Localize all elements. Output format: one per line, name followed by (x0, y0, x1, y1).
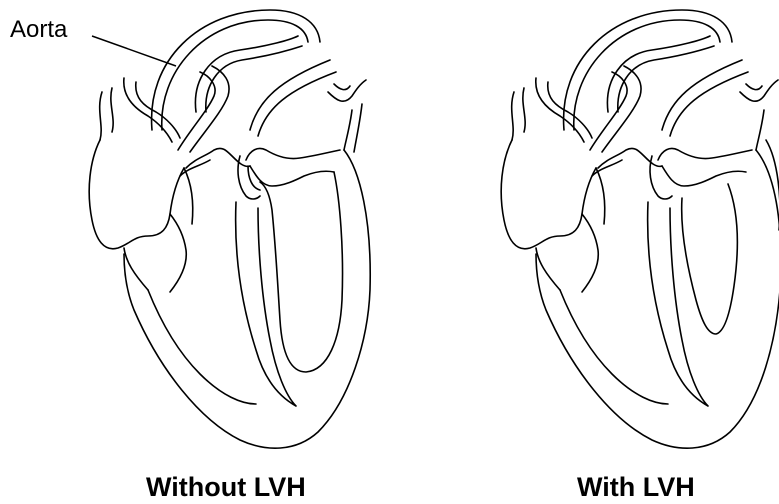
left-vent-top-2 (354, 104, 362, 152)
vena-cava-branch-2 (548, 82, 592, 138)
aortic-arch-inner (574, 20, 720, 130)
right-ventricle-septum-top (170, 214, 186, 292)
right-atrium-inner (124, 248, 148, 290)
right-ventricle-septum-top-2 (596, 168, 605, 224)
pulmonary-vein-upper-2 (670, 72, 748, 136)
left-atrium (662, 166, 746, 186)
left-atrium-2 (246, 148, 340, 160)
vena-cava-left-2 (523, 88, 525, 132)
interventricular-septum (648, 202, 708, 406)
left-ventricle-wall (260, 172, 343, 372)
vessel-right-top (328, 80, 366, 101)
vena-cava-left (100, 92, 102, 140)
aorta-pointer-line (92, 36, 176, 66)
aorta-label: Aorta (10, 16, 67, 44)
vessel-right-top (740, 80, 778, 101)
aortic-arch-inner (162, 20, 308, 130)
left-atrium (250, 166, 334, 186)
interventricular-septum (236, 202, 296, 406)
right-atrium-inner (536, 248, 560, 290)
heart-without-lvh (89, 10, 370, 448)
vena-cava-left (512, 92, 514, 140)
right-atrium (501, 140, 596, 249)
right-ventricle-inner (148, 290, 256, 404)
left-atrium-2 (658, 148, 752, 160)
left-ventricle-cavity (682, 184, 738, 334)
vena-cava-left-2 (111, 88, 113, 132)
heart-with-lvh (501, 10, 779, 448)
caption-with-lvh: With LVH (577, 472, 695, 503)
left-vent-top (344, 110, 352, 150)
vena-cava-branch (124, 78, 172, 142)
right-ventricle-septum-top-2 (184, 168, 193, 224)
left-vent-top (756, 110, 764, 150)
caption-without-lvh: Without LVH (146, 472, 306, 503)
right-ventricle-inner (560, 290, 668, 404)
vessel-right-top-2 (746, 84, 762, 90)
vena-cava-branch (536, 78, 584, 142)
vena-cava-branch-2 (136, 82, 180, 138)
right-ventricle-septum-top (582, 214, 598, 292)
interatrial-septum (186, 148, 250, 168)
vessel-right-top-2 (334, 84, 350, 90)
pulmonary-vein-upper-2 (258, 72, 336, 136)
interatrial-septum (598, 148, 662, 168)
right-atrium (89, 140, 184, 249)
